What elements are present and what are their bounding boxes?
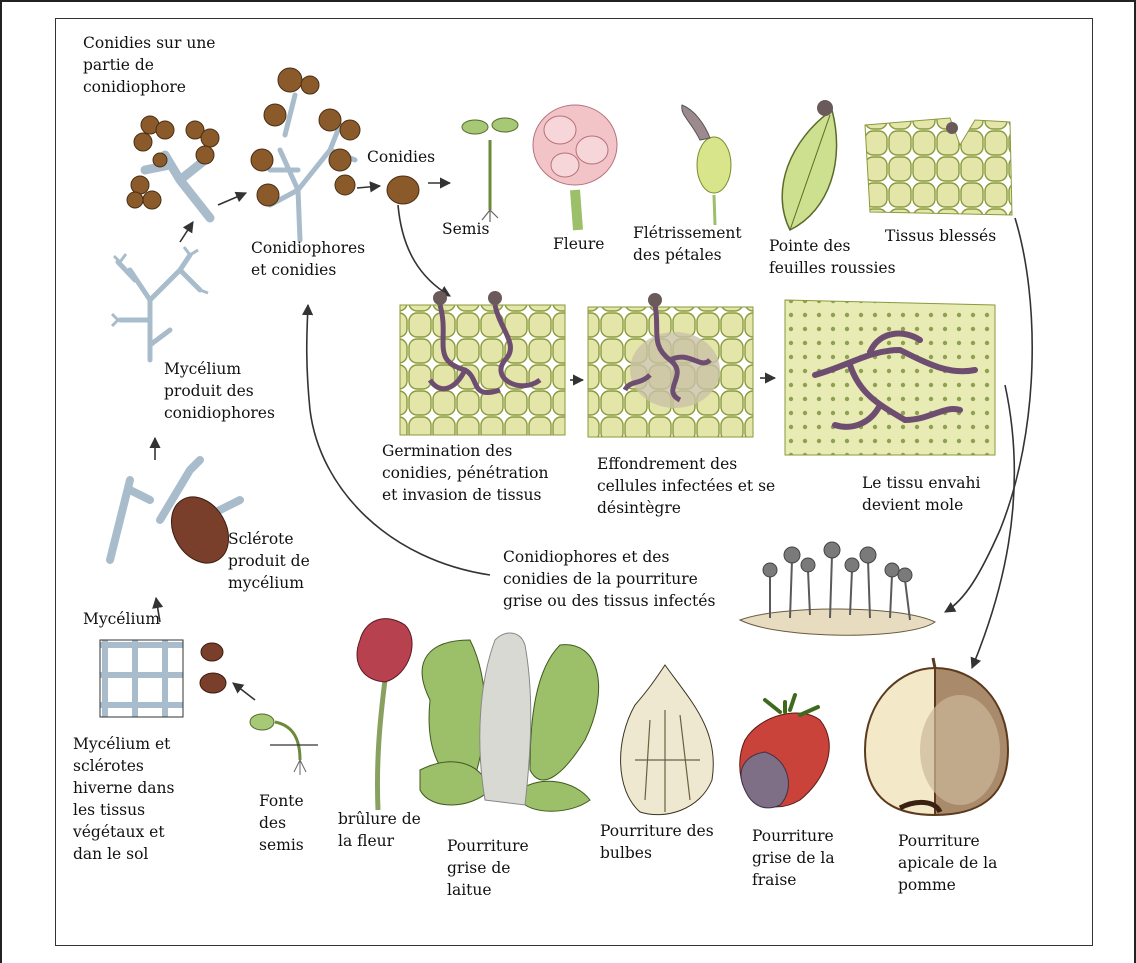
label-mycelium-produit: Mycélium produit des conidiophores — [164, 358, 275, 424]
fletrissement-drawing — [682, 105, 731, 225]
fonte-semis-drawing — [250, 714, 318, 775]
label-effondrement: Effondrement des cellules infectées et s… — [597, 453, 775, 519]
fraise-drawing — [740, 695, 830, 808]
pointe-feuilles-drawing — [782, 100, 836, 230]
pomme-drawing — [865, 658, 1008, 815]
sclerotes-small-drawing — [200, 643, 226, 693]
conidie-spore — [387, 176, 419, 204]
label-mycelium-sclerotes: Mycélium et sclérotes hiverne dans les t… — [73, 733, 174, 865]
label-pointe-feuilles: Pointe des feuilles roussies — [769, 235, 896, 279]
semis-drawing — [462, 118, 518, 222]
arrow-to-conidiophores — [218, 193, 246, 205]
laitue-drawing — [420, 633, 599, 811]
arrow-mycelium-to-conidies — [180, 222, 193, 242]
effondrement-drawing — [588, 293, 753, 437]
label-conidiophores-conidies: Conidiophores et conidies — [251, 237, 365, 281]
label-pourriture-fraise: Pourriture grise de la fraise — [752, 825, 835, 891]
label-brulure-fleur: brûlure de la fleur — [338, 808, 421, 852]
label-mycelium: Mycélium — [83, 608, 160, 630]
fleure-drawing — [533, 105, 617, 230]
pourriture-grise-colony-drawing — [740, 542, 935, 635]
label-sclerote-produit: Sclérote produit de mycélium — [228, 528, 310, 594]
label-pourriture-laitue: Pourriture grise de laitue — [447, 835, 529, 901]
arrow-to-conidie — [357, 186, 380, 188]
label-tissus-blesses: Tissus blessés — [885, 225, 996, 247]
conidiophores-et-conidies-drawing — [251, 68, 360, 240]
label-germination: Germination des conidies, pénétration et… — [382, 440, 548, 506]
arrow-fonte-to-sclerotes — [233, 683, 255, 700]
brulure-fleur-drawing — [357, 619, 412, 810]
label-semis: Semis — [442, 218, 489, 240]
label-tissu-envahi: Le tissu envahi devient mole — [862, 472, 981, 516]
label-conidies-sur-conidiophore: Conidies sur une partie de conidiophore — [83, 32, 215, 98]
bulbe-drawing — [621, 665, 714, 815]
sclerote-drawing — [110, 460, 240, 573]
tissus-blesses-drawing — [865, 118, 1012, 215]
conidies-sur-conidiophore-drawing — [127, 116, 219, 218]
label-fleure: Fleure — [553, 233, 604, 255]
label-fonte-semis: Fonte des semis — [259, 790, 304, 856]
label-conidiophores-pourriture: Conidiophores et des conidies de la pour… — [503, 546, 715, 612]
label-conidies: Conidies — [367, 146, 435, 168]
mycelium-conidiophores-drawing — [112, 247, 208, 360]
label-fletrissement: Flétrissement des pétales — [633, 222, 742, 266]
label-pourriture-pomme: Pourriture apicale de la pomme — [898, 830, 997, 896]
label-pourriture-bulbes: Pourriture des bulbes — [600, 820, 714, 864]
germination-drawing — [400, 291, 565, 435]
mycelium-grid-drawing — [100, 640, 183, 717]
tissu-envahi-drawing — [785, 300, 995, 455]
